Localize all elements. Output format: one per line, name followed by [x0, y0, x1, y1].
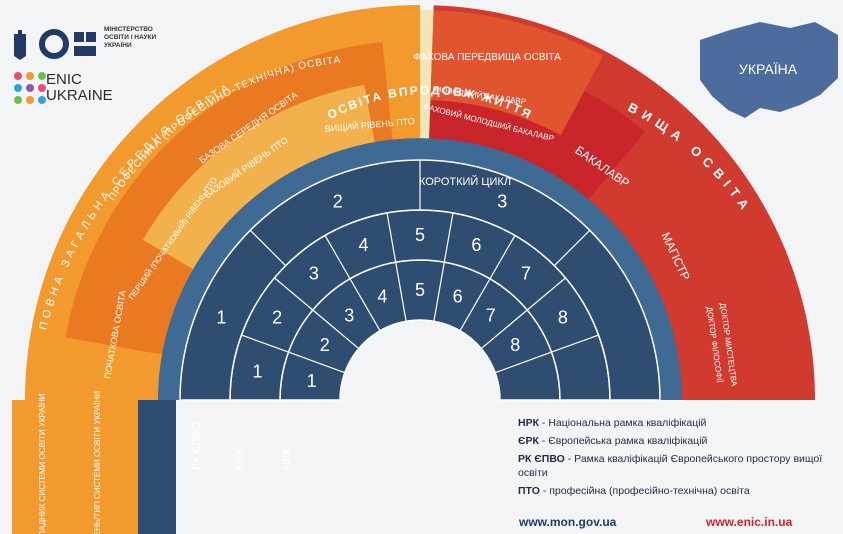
nrk-level-number: 7	[486, 306, 496, 326]
prehigher-label: ФАХОВА ПЕРЕДВИЩА ОСВІТА	[413, 52, 561, 63]
rkepvo-ring	[179, 159, 661, 401]
legend-row: ПТО - професійна (професійно-технічна) о…	[518, 484, 838, 498]
erk-level-number: 7	[521, 264, 531, 284]
enic-site-link[interactable]: www.enic.in.ua	[706, 515, 793, 529]
ministry-line-1: МІНІСТЕРСТВО	[104, 26, 153, 33]
legend-desc: - Рамка кваліфікацій Європейського прост…	[518, 453, 823, 479]
ministry-line-3: УКРАЇНИ	[104, 42, 132, 49]
ring-separator	[459, 278, 491, 332]
enic-line-1: ENIC	[46, 71, 82, 88]
legend-row: ЄРК - Європейська рамка кваліфікацій	[518, 434, 838, 448]
erk-level-number: 3	[309, 264, 319, 284]
arches-group	[12, 5, 815, 534]
enic-name: ENIC UKRAINE	[46, 72, 136, 104]
ring-separator	[494, 351, 552, 374]
legend-row: РК ЄПВО - Рамка кваліфікацій Європейсько…	[518, 452, 838, 480]
ring-separator	[274, 277, 314, 311]
erk-level-number: 6	[471, 235, 481, 255]
ring-separator	[324, 235, 351, 280]
nrk-level-number: 8	[510, 335, 520, 355]
component-label: СКЛАДНИК СИСТЕМИ ОСВІТИ УКРАЇНИ	[38, 393, 47, 534]
ring-separator	[241, 334, 289, 353]
mon-site-link[interactable]: www.mon.gov.ua	[519, 515, 617, 529]
framework-label: НРК	[281, 448, 293, 470]
short-cycle-label: КОРОТКИЙ ЦИКЛ	[419, 175, 511, 188]
enic-line-2: UKRAINE	[46, 87, 113, 104]
component-divider	[138, 400, 176, 534]
ring-separator	[433, 262, 445, 322]
legend-abbr: РК ЄПВО	[518, 453, 565, 465]
ministry-line-2: ОСВІТИ І НАУКИ	[104, 34, 157, 41]
nrk-level-number: 4	[377, 287, 387, 307]
prehigher-arch	[430, 10, 604, 136]
framework-label: РК ЄПВО	[191, 421, 203, 470]
basic-secondary-arch	[142, 84, 377, 276]
ring-separator	[553, 229, 591, 267]
ministry-emblem-icon	[14, 29, 96, 60]
framework-label: ЄРК	[234, 448, 246, 470]
component-label: РІВЕНЬ/ТИП СИСТЕМИ ОСВІТИ УКРАЇНИ	[93, 391, 102, 534]
legend-abbr: НРК	[518, 417, 539, 429]
nrk-level-number: 1	[307, 371, 317, 391]
map-label: УКРАЇНА	[739, 61, 798, 77]
legend-desc: - професійна (професійно-технічна) освіт…	[539, 485, 750, 497]
ring-separator	[443, 212, 454, 263]
erk-level-number: 5	[415, 225, 425, 245]
ring-separator	[349, 278, 381, 332]
components-column	[12, 400, 138, 534]
legend-desc: - Національна рамка кваліфікацій	[539, 417, 707, 429]
erk-level-number: 8	[558, 308, 568, 328]
ring-separator	[489, 235, 516, 280]
ring-separator	[526, 277, 566, 311]
erk-level-number: 2	[272, 308, 282, 328]
ring-separator	[386, 212, 397, 263]
legend-abbr: ПТО	[518, 485, 540, 497]
legend-abbr: ЄРК	[518, 435, 539, 447]
rkepvo-level-number: 2	[333, 191, 343, 211]
legend: НРК - Національна рамка кваліфікацій ЄРК…	[518, 416, 838, 502]
nrk-level-number: 6	[453, 287, 463, 307]
enic-logo-icon	[14, 72, 46, 104]
rkepvo-level-number: 3	[497, 191, 507, 211]
ring-separator	[288, 351, 346, 374]
legend-desc: - Європейська рамка кваліфікацій	[538, 435, 708, 447]
erk-level-number: 1	[252, 361, 262, 381]
ministry-name: МІНІСТЕРСТВО ОСВІТИ І НАУКИ УКРАЇНИ	[104, 26, 174, 50]
ukraine-map: УКРАЇНА	[700, 22, 838, 118]
nrk-level-number: 2	[320, 335, 330, 355]
ring-separator	[312, 309, 360, 350]
nrk-level-number: 3	[344, 306, 354, 326]
ring-separator	[249, 229, 287, 267]
nrk-level-number: 5	[415, 280, 425, 300]
ring-separator	[395, 262, 407, 322]
rkepvo-level-number: 1	[216, 308, 226, 328]
ring-separator	[551, 334, 599, 353]
legend-row: НРК - Національна рамка кваліфікацій	[518, 416, 838, 430]
erk-level-number: 4	[359, 235, 369, 255]
ring-separator	[480, 309, 528, 350]
